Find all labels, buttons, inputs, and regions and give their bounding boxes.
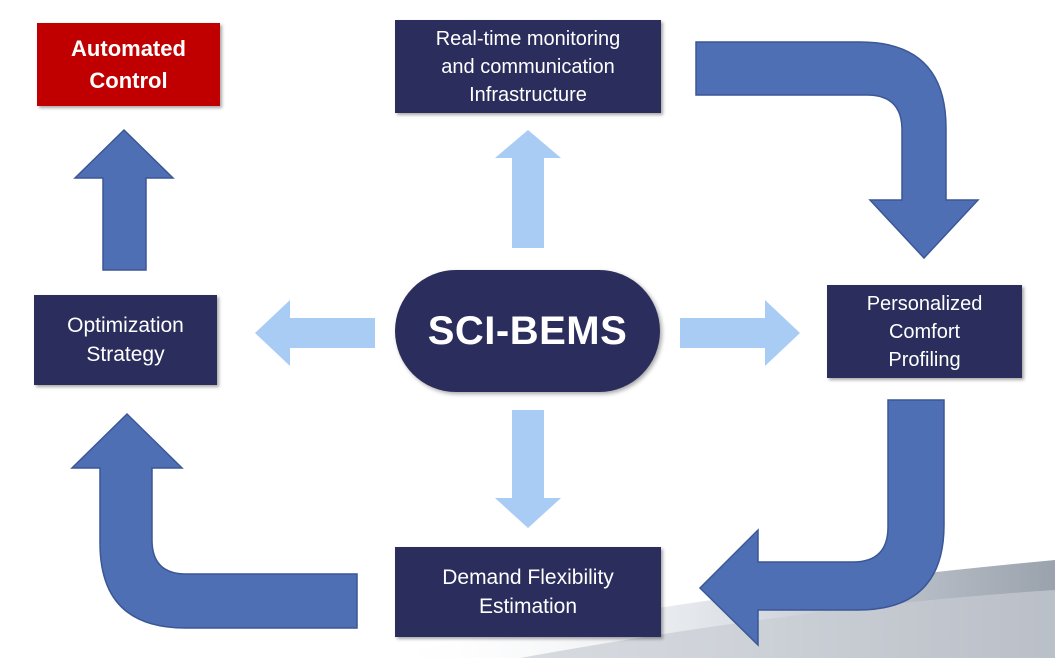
node-optimization: Optimization Strategy [34, 295, 217, 385]
node-monitoring-line-3: Infrastructure [469, 83, 587, 106]
arrow-hub-to-optimization [255, 300, 375, 366]
arrow-demand-to-optimization [70, 412, 358, 629]
node-demand: Demand Flexibility Estimation [395, 547, 661, 637]
arrow-comfort-to-demand [698, 399, 945, 647]
hub-sci-bems: SCI-BEMS [395, 270, 660, 392]
node-comfort-line-1: Personalized [866, 292, 983, 315]
node-comfort-line-3: Profiling [888, 348, 961, 371]
arrow-hub-to-demand [495, 410, 561, 528]
arrow-monitoring-to-comfort [695, 41, 980, 260]
node-automated-control-line-1: Automated [71, 35, 186, 61]
node-comfort: Personalized Comfort Profiling [827, 285, 1022, 378]
node-optimization-line-1: Optimization [67, 314, 184, 337]
arrow-optimization-to-control [73, 128, 175, 271]
node-automated-control: Automated Control [37, 23, 220, 106]
node-optimization-line-2: Strategy [86, 343, 165, 366]
node-automated-control-line-2: Control [89, 67, 168, 93]
node-monitoring: Real-time monitoring and communication I… [395, 20, 661, 113]
arrow-hub-to-monitoring [495, 130, 561, 248]
node-comfort-line-2: Comfort [888, 320, 961, 343]
node-monitoring-line-2: and communication [441, 55, 615, 78]
node-demand-line-2: Estimation [478, 595, 578, 618]
hub-label: SCI-BEMS [427, 308, 628, 353]
node-monitoring-line-1: Real-time monitoring [435, 27, 621, 50]
arrow-hub-to-comfort [680, 300, 800, 366]
node-demand-line-1: Demand Flexibility [442, 566, 614, 589]
